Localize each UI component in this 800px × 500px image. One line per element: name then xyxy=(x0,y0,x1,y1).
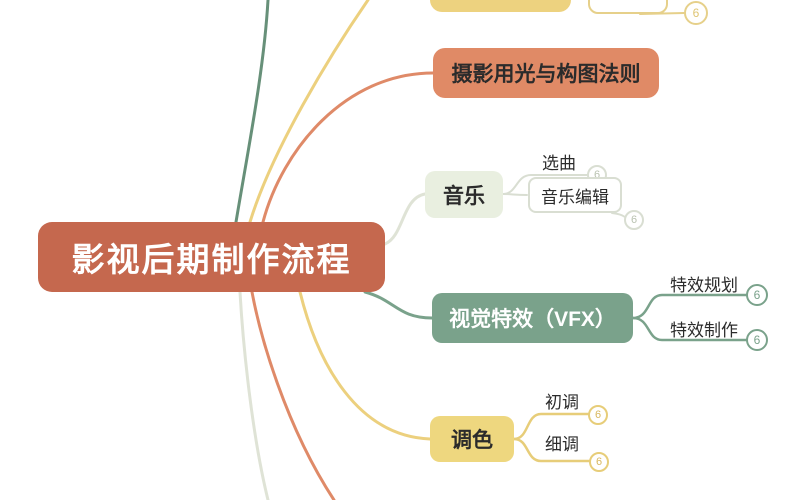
count-badge[interactable]: 6 xyxy=(746,329,768,351)
branch-curve-offscreen-top xyxy=(234,0,270,224)
branch-curve-offscreen-bottom-orange xyxy=(250,290,336,500)
branch-curve-vfx xyxy=(363,290,434,320)
count-badge[interactable]: 6 xyxy=(588,405,608,425)
child-line-vfx-plan xyxy=(631,293,748,320)
child-line-music-edit xyxy=(502,193,528,196)
branch-node-clipped-top[interactable] xyxy=(430,0,571,12)
child-label-vfx-plan[interactable]: 特效规划 xyxy=(670,276,738,295)
branch-node-vfx[interactable]: 视觉特效（VFX） xyxy=(432,293,633,343)
branch-curve-music xyxy=(383,192,427,246)
child-line-vfx-make xyxy=(631,316,748,342)
child-label-clipped: 画面剪辑 xyxy=(590,0,666,3)
child-node-clipped-boxed[interactable]: 画面剪辑 xyxy=(588,0,668,14)
child-label-vfx-make[interactable]: 特效制作 xyxy=(670,321,738,340)
branch-node-grading[interactable]: 调色 xyxy=(430,416,514,462)
branch-node-lighting[interactable]: 摄影用光与构图法则 xyxy=(433,48,659,98)
child-node-music-edit[interactable]: 音乐编辑 xyxy=(528,177,622,213)
child-label-xuanqu[interactable]: 选曲 xyxy=(542,154,576,173)
child-label-xitiao[interactable]: 细调 xyxy=(545,435,579,454)
branch-curve-lighting xyxy=(261,71,435,224)
child-line-chutiao xyxy=(512,412,590,441)
root-topic[interactable]: 影视后期制作流程 xyxy=(38,222,385,292)
badge-tail-music-edit xyxy=(611,212,626,218)
child-label-chutiao[interactable]: 初调 xyxy=(545,393,579,412)
count-badge[interactable]: 6 xyxy=(589,452,609,472)
branch-curve-clipped-top xyxy=(248,0,370,224)
branch-curve-grading xyxy=(298,290,432,441)
child-line-xitiao xyxy=(512,437,591,463)
branch-node-music[interactable]: 音乐 xyxy=(425,171,503,218)
branch-curve-offscreen-bottom-pale xyxy=(238,290,270,500)
count-badge[interactable]: 6 xyxy=(684,1,708,25)
count-badge[interactable]: 6 xyxy=(624,210,644,230)
count-badge[interactable]: 6 xyxy=(746,284,768,306)
